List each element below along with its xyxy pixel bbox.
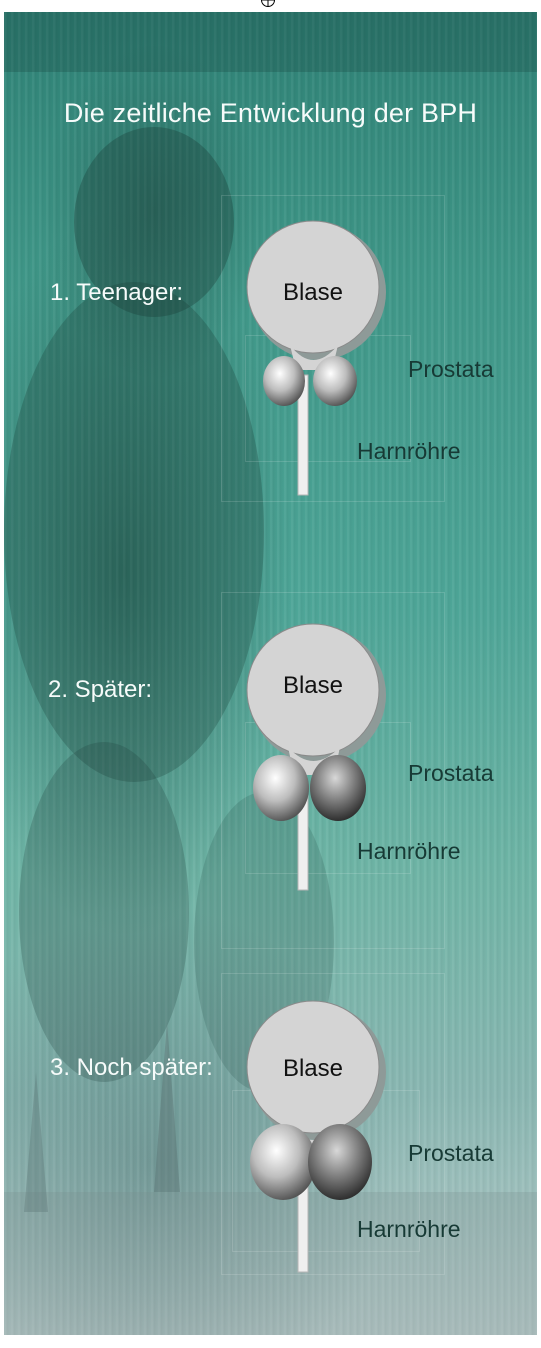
stage-3-prostate-label: Prostata — [408, 1140, 494, 1167]
stage-2-urethra-label: Harnröhre — [357, 838, 461, 865]
page-title: Die zeitliche Entwicklung der BPH — [0, 98, 541, 129]
prostate-lobe-right — [308, 1124, 372, 1200]
stage-1-diagram — [240, 210, 390, 510]
crosshair-mark-icon — [260, 0, 276, 8]
stage-1-bladder-label: Blase — [253, 279, 373, 307]
stage-1-urethra-label: Harnröhre — [357, 438, 461, 465]
prostate-lobe-right — [313, 356, 357, 406]
stage-2-label: 2. Später: — [48, 676, 152, 704]
prostate-lobe-left — [250, 1124, 316, 1200]
stage-2-bladder-label: Blase — [253, 672, 373, 700]
prostate-lobe-left — [263, 356, 305, 406]
prostate-lobe-left — [253, 755, 309, 821]
stage-3-bladder-label: Blase — [253, 1055, 373, 1083]
stage-3-urethra-label: Harnröhre — [357, 1216, 461, 1243]
prostate-lobe-right — [310, 755, 366, 821]
stage-3-label: 3. Noch später: — [50, 1054, 213, 1082]
stage-1-label: 1. Teenager: — [50, 279, 183, 307]
stage-2-prostate-label: Prostata — [408, 760, 494, 787]
stage-1-prostate-label: Prostata — [408, 356, 494, 383]
